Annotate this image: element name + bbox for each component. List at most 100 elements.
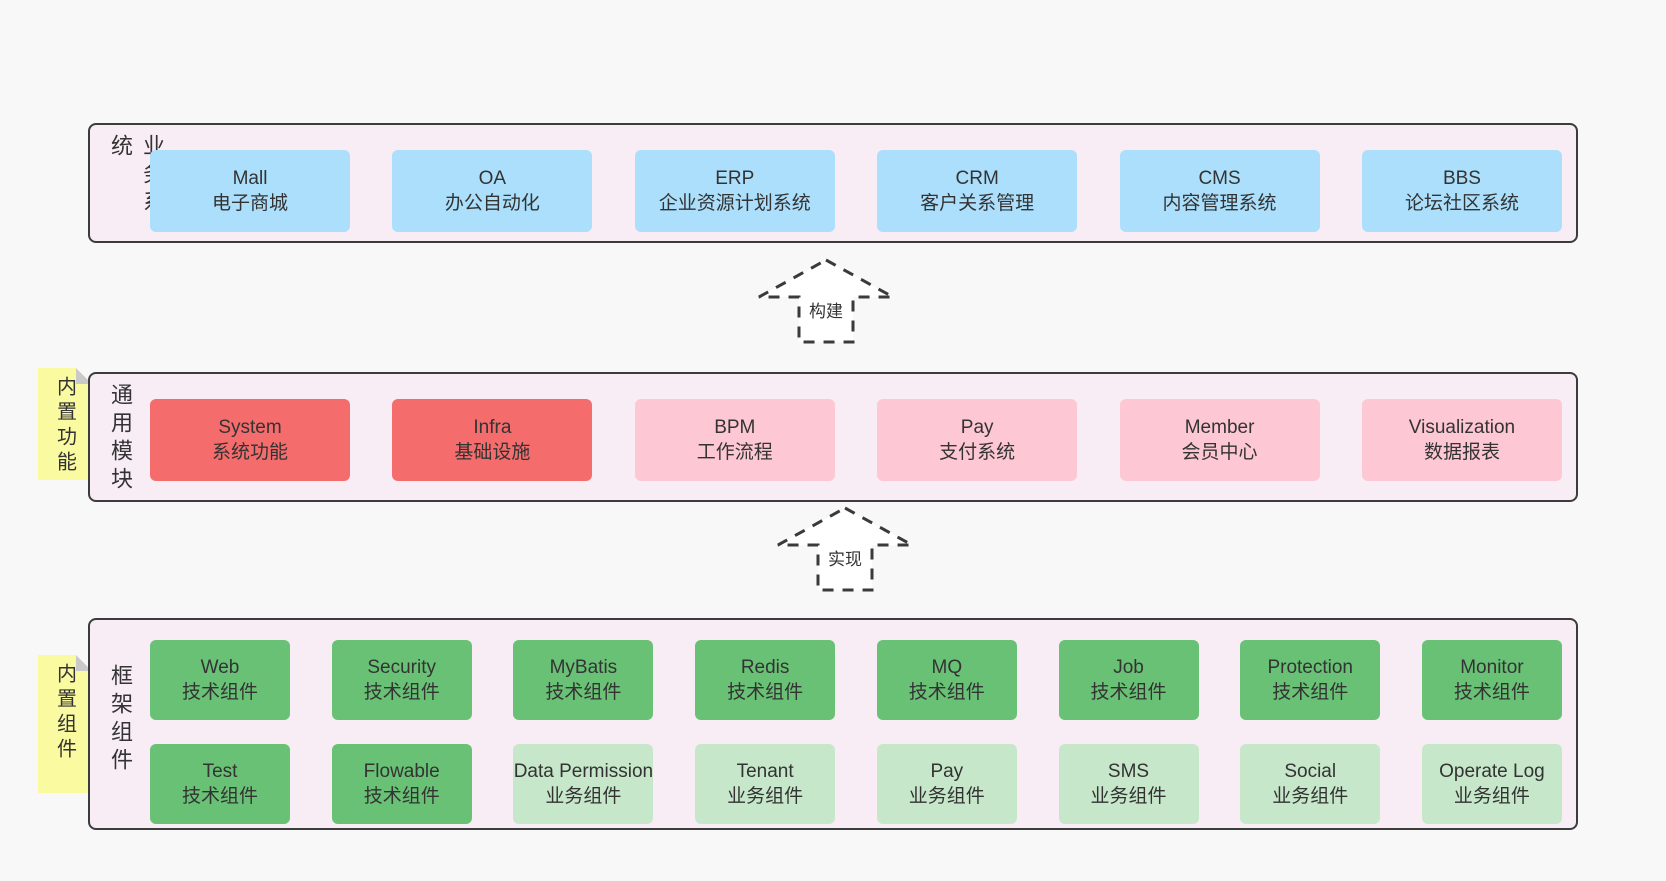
box-subtitle: 技术组件 xyxy=(1090,682,1167,703)
box-subtitle: 电子商城 xyxy=(211,193,288,214)
box-subtitle: 系统功能 xyxy=(211,442,288,463)
box-flowable: Flowable 技术组件 xyxy=(331,744,472,824)
box-pay: Pay 支付系统 xyxy=(877,399,1078,481)
sticky-note-built-in-features: 内置功能 xyxy=(38,368,92,480)
box-title: Infra xyxy=(473,417,512,438)
box-title: Mall xyxy=(232,168,268,189)
box-subtitle: 业务组件 xyxy=(1090,786,1167,807)
box-crm: CRM 客户关系管理 xyxy=(877,150,1078,232)
arrow-implement-label: 实现 xyxy=(826,545,864,570)
box-subtitle: 业务组件 xyxy=(1453,786,1530,807)
box-subtitle: 客户关系管理 xyxy=(920,193,1035,214)
box-web: Web 技术组件 xyxy=(150,640,290,720)
box-subtitle: 技术组件 xyxy=(1272,682,1349,703)
box-subtitle: 业务组件 xyxy=(545,786,622,807)
box-title: Member xyxy=(1184,417,1255,438)
box-subtitle: 会员中心 xyxy=(1181,442,1258,463)
box-title: Pay xyxy=(930,761,964,782)
box-subtitle: 业务组件 xyxy=(1272,786,1349,807)
business-systems-layer: 业务系统 Mall 电子商城 OA 办公自动化 ERP 企业资源计划系统 CRM… xyxy=(88,123,1578,243)
box-title: CRM xyxy=(955,168,999,189)
box-pay-business: Pay 业务组件 xyxy=(876,744,1017,824)
box-title: Web xyxy=(200,657,240,678)
box-subtitle: 技术组件 xyxy=(908,682,985,703)
box-subtitle: 业务组件 xyxy=(908,786,985,807)
box-title: Security xyxy=(367,657,437,678)
layer-label-common-modules: 通用模块 xyxy=(108,383,133,495)
box-mybatis: MyBatis 技术组件 xyxy=(513,640,654,720)
box-title: Test xyxy=(202,761,238,782)
note-text: 内置组件 xyxy=(53,663,76,763)
box-sms: SMS 业务组件 xyxy=(1058,744,1199,824)
box-title: Social xyxy=(1284,761,1337,782)
box-title: CMS xyxy=(1198,168,1241,189)
box-erp: ERP 企业资源计划系统 xyxy=(634,150,835,232)
business-systems-row: Mall 电子商城 OA 办公自动化 ERP 企业资源计划系统 CRM 客户关系… xyxy=(150,150,1562,232)
arrow-build: 构建 xyxy=(756,257,896,345)
box-operate-log: Operate Log 业务组件 xyxy=(1421,744,1562,824)
box-subtitle: 业务组件 xyxy=(727,786,804,807)
arrow-implement: 实现 xyxy=(775,505,915,593)
box-infra: Infra 基础设施 xyxy=(392,399,593,481)
box-title: System xyxy=(218,417,282,438)
box-title: MQ xyxy=(931,657,963,678)
box-bbs: BBS 论坛社区系统 xyxy=(1361,150,1562,232)
box-title: MyBatis xyxy=(549,657,618,678)
box-mall: Mall 电子商城 xyxy=(150,150,350,232)
box-title: Protection xyxy=(1267,657,1353,678)
box-subtitle: 技术组件 xyxy=(545,682,622,703)
box-social: Social 业务组件 xyxy=(1240,744,1381,824)
box-subtitle: 支付系统 xyxy=(939,442,1016,463)
box-bpm: BPM 工作流程 xyxy=(634,399,835,481)
box-visualization: Visualization 数据报表 xyxy=(1361,399,1562,481)
common-modules-row: System 系统功能 Infra 基础设施 BPM 工作流程 Pay 支付系统… xyxy=(150,399,1562,481)
box-title: SMS xyxy=(1107,761,1150,782)
box-title: Data Permission xyxy=(513,761,654,782)
box-monitor: Monitor 技术组件 xyxy=(1421,640,1562,720)
box-subtitle: 技术组件 xyxy=(181,786,258,807)
box-system: System 系统功能 xyxy=(150,399,350,481)
box-mq: MQ 技术组件 xyxy=(876,640,1017,720)
framework-components-row-1: Web 技术组件 Security 技术组件 MyBatis 技术组件 Redi… xyxy=(150,640,1562,720)
box-title: BBS xyxy=(1442,168,1481,189)
box-security: Security 技术组件 xyxy=(331,640,472,720)
box-subtitle: 技术组件 xyxy=(363,682,440,703)
box-title: Flowable xyxy=(363,761,440,782)
box-title: Operate Log xyxy=(1439,761,1545,782)
box-subtitle: 论坛社区系统 xyxy=(1404,193,1519,214)
box-subtitle: 技术组件 xyxy=(181,682,258,703)
sticky-note-built-in-components: 内置组件 xyxy=(38,655,92,793)
common-modules-layer: 通用模块 System 系统功能 Infra 基础设施 BPM 工作流程 Pay… xyxy=(88,372,1578,502)
box-title: Visualization xyxy=(1408,417,1516,438)
box-subtitle: 工作流程 xyxy=(696,442,773,463)
box-protection: Protection 技术组件 xyxy=(1240,640,1381,720)
box-title: Monitor xyxy=(1460,657,1524,678)
box-tenant: Tenant 业务组件 xyxy=(695,744,836,824)
box-subtitle: 基础设施 xyxy=(454,442,531,463)
box-title: OA xyxy=(478,168,507,189)
box-subtitle: 内容管理系统 xyxy=(1162,193,1277,214)
box-title: BPM xyxy=(714,417,756,438)
box-subtitle: 技术组件 xyxy=(1453,682,1530,703)
box-cms: CMS 内容管理系统 xyxy=(1119,150,1320,232)
box-data-permission: Data Permission 业务组件 xyxy=(513,744,654,824)
box-title: Redis xyxy=(740,657,790,678)
box-redis: Redis 技术组件 xyxy=(695,640,836,720)
box-oa: OA 办公自动化 xyxy=(392,150,593,232)
box-title: Job xyxy=(1113,657,1144,678)
framework-components-row-2: Test 技术组件 Flowable 技术组件 Data Permission … xyxy=(150,744,1562,824)
arrow-build-label: 构建 xyxy=(807,297,845,322)
box-subtitle: 办公自动化 xyxy=(444,193,540,214)
box-subtitle: 企业资源计划系统 xyxy=(658,193,811,214)
box-subtitle: 技术组件 xyxy=(363,786,440,807)
box-title: Pay xyxy=(960,417,994,438)
framework-components-layer: 框架组件 Web 技术组件 Security 技术组件 MyBatis 技术组件… xyxy=(88,618,1578,830)
box-subtitle: 技术组件 xyxy=(727,682,804,703)
box-member: Member 会员中心 xyxy=(1119,399,1320,481)
box-title: Tenant xyxy=(736,761,794,782)
box-subtitle: 数据报表 xyxy=(1423,442,1500,463)
layer-label-framework-components: 框架组件 xyxy=(108,664,133,776)
note-text: 内置功能 xyxy=(53,376,76,476)
box-job: Job 技术组件 xyxy=(1058,640,1199,720)
box-test: Test 技术组件 xyxy=(150,744,290,824)
